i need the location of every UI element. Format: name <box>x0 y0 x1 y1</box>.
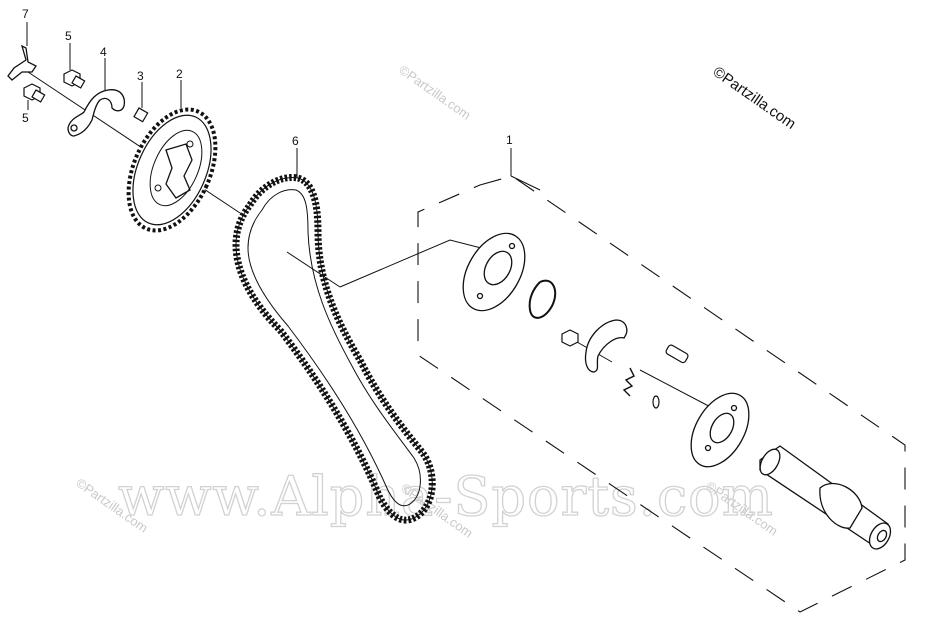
part-1-spring <box>622 367 635 397</box>
part-5-bolt-upper <box>63 69 86 89</box>
callout-leaders <box>26 22 298 178</box>
callout-4: 4 <box>100 45 107 59</box>
callout-6: 6 <box>292 134 299 148</box>
watermark-alpha-sports: www.Alpha-Sports.com <box>118 465 774 528</box>
callout-1: 1 <box>506 133 513 147</box>
axis-lines <box>27 71 721 413</box>
callout-5-lower: 5 <box>22 111 29 125</box>
part-1-small-bolt <box>561 329 579 347</box>
part-1-hub <box>690 392 750 468</box>
part-4-plate <box>67 89 126 137</box>
callout-5-upper: 5 <box>65 29 72 43</box>
part-1-snap-ring <box>528 279 557 319</box>
part-1-camshaft <box>759 445 892 550</box>
part-2-sprocket <box>126 107 218 233</box>
part-1-plate <box>462 232 526 312</box>
part-1-pin <box>665 344 689 364</box>
callout-leader-1 <box>510 148 541 191</box>
part-5-bolt-lower <box>23 83 46 103</box>
callout-3: 3 <box>137 69 144 83</box>
watermark-partzilla-1: ©Partzilla.com <box>396 62 473 122</box>
part-1-weight <box>584 319 628 373</box>
callout-7: 7 <box>22 7 29 21</box>
part-6-chain <box>232 173 436 524</box>
copyright-text: ©Partzilla.com <box>710 63 799 133</box>
callout-2: 2 <box>176 67 183 81</box>
part-7-clip <box>7 44 37 81</box>
part-1-washer-small <box>652 395 660 409</box>
part-3-pin <box>133 107 149 123</box>
